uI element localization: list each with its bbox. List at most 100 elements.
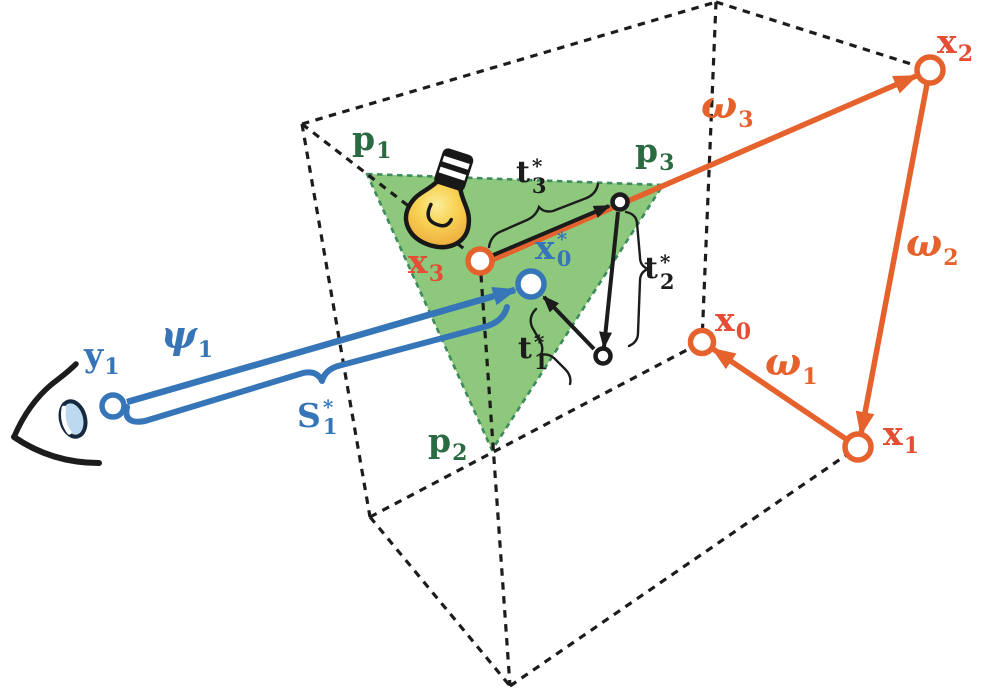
label-s1-main: S: [297, 396, 321, 435]
label-x3-main: x: [408, 242, 428, 281]
offset-arrows: [487, 182, 652, 386]
vertex-x3: [465, 246, 495, 276]
label-y1-sub: 1: [104, 354, 120, 380]
omega1-arrow: [711, 346, 848, 442]
label-x0-star-scripts: *0: [556, 227, 572, 271]
label-p1-main: p: [352, 119, 376, 158]
bulb-base-stripe: [442, 155, 470, 170]
label-omega2-main: ω: [906, 220, 943, 265]
label-t2-sub: 2: [659, 269, 675, 294]
vertices: [99, 54, 946, 463]
cube-edge-bottom-front-left: [368, 515, 512, 688]
t1-brace: [529, 307, 572, 386]
label-x0-star: x*0: [535, 227, 572, 271]
label-x0-star-sup: *: [556, 227, 568, 251]
t3-brace: [487, 182, 600, 249]
label-p3-sub: 3: [659, 150, 675, 176]
t2-brace: [624, 210, 652, 348]
cube-edge-bottom-back-left: [369, 340, 703, 519]
label-p2-main: p: [428, 421, 452, 460]
label-p2-sub: 2: [452, 440, 468, 466]
label-t3-star: t*3: [516, 154, 547, 198]
label-omega2-sub: 2: [943, 245, 959, 271]
cube-edge-left-vertical: [300, 123, 372, 518]
eye-iris-highlight: [61, 405, 72, 435]
label-t3-main: t: [516, 155, 530, 190]
label-x0-star-main: x: [535, 228, 555, 267]
eye-icon: [11, 361, 102, 466]
label-x0-star-sub: 0: [556, 246, 572, 271]
bulb-base-stripe: [438, 166, 467, 181]
eye-lower-lid: [11, 434, 102, 466]
aux-point-bottom: [593, 346, 613, 366]
label-s1-star: S*1: [297, 395, 338, 439]
label-omega3-sub: 3: [738, 107, 754, 133]
t2-arrow: [599, 211, 620, 349]
label-x1-main: x: [883, 414, 903, 453]
label-x0-main: x: [715, 300, 735, 339]
label-t1-scripts: *1: [533, 330, 549, 374]
label-x1-sub: 1: [903, 433, 919, 459]
psi1-arrow: [126, 286, 517, 406]
label-x0-sub: 0: [735, 319, 751, 345]
camera-ray: [123, 286, 517, 425]
label-t3-sup: *: [531, 154, 543, 178]
label-x2-sub: 2: [957, 41, 973, 67]
label-t1-star: t*1: [518, 330, 549, 374]
label-t3-sub: 3: [531, 173, 547, 198]
label-y1-main: y: [84, 335, 104, 374]
label-s1-sub: 1: [322, 414, 338, 439]
s1-underbrace: [123, 304, 510, 425]
label-s1-sup: *: [322, 395, 334, 419]
label-x2-main: x: [937, 22, 957, 61]
vertex-x0: [687, 327, 717, 357]
cube-edge-front-vertical: [478, 260, 512, 687]
label-psi1-main: ψ: [161, 312, 197, 357]
vertex-x2: [914, 54, 946, 86]
omega3-arrow: [490, 73, 918, 263]
label-t2-star: t*2: [644, 250, 675, 294]
label-omega1-main: ω: [765, 339, 802, 384]
label-s1-scripts: *1: [322, 395, 338, 439]
label-omega1-sub: 1: [802, 364, 818, 390]
label-omega3-main: ω: [701, 82, 738, 127]
cube-edge-bottom-front-right: [509, 445, 859, 688]
label-p1-sub: 1: [376, 138, 392, 164]
cube-edge-top-left: [301, 0, 717, 126]
vertex-y1: [99, 392, 127, 420]
light-bulb-icon: [403, 148, 474, 250]
vertex-x0-star: [515, 268, 547, 300]
cube-edge-top-right: [715, 0, 931, 72]
label-t1-sub: 1: [533, 349, 549, 374]
label-x3-sub: 3: [428, 261, 444, 287]
light-path: [490, 73, 930, 442]
label-p3-main: p: [635, 131, 659, 170]
label-t2-sup: *: [659, 250, 671, 274]
t1-arrow: [542, 295, 596, 351]
label-t1-sup: *: [533, 330, 545, 354]
label-t3-scripts: *3: [531, 154, 547, 198]
omega2-arrow: [855, 83, 930, 436]
cube-wireframe: [300, 0, 931, 688]
label-t1-main: t: [518, 331, 532, 366]
bulb-filament: [426, 202, 454, 228]
bulb-glass: [403, 179, 472, 250]
vertex-x1: [842, 431, 874, 463]
cube-edge-back-vertical: [700, 1, 718, 343]
label-t2-scripts: *2: [659, 250, 675, 294]
label-psi1-sub: 1: [197, 337, 214, 363]
